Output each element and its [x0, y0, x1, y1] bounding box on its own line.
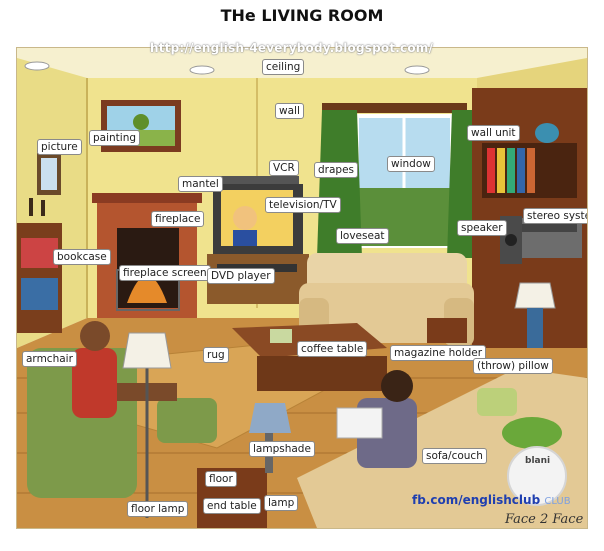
facebook-link[interactable]: fb.com/englishclub CLUB	[412, 493, 571, 507]
label-wall: wall	[275, 103, 304, 119]
face2face-signature: Face 2 Face	[505, 512, 584, 527]
label-lamp: lamp	[264, 495, 299, 511]
label-speaker: speaker	[457, 220, 507, 236]
label-fireplace-screen: fireplace screen	[119, 265, 211, 281]
label-vcr: VCR	[269, 160, 299, 176]
label-drapes: drapes	[314, 162, 359, 178]
label-mantel: mantel	[178, 176, 223, 192]
label-floor-lamp: floor lamp	[127, 501, 189, 517]
label-bookcase: bookcase	[53, 249, 111, 265]
label-coffee-table: coffee table	[297, 341, 368, 357]
label-throw-pillow: (throw) pillow	[473, 358, 553, 374]
label-fireplace: fireplace	[151, 211, 205, 227]
club-text: CLUB	[544, 496, 571, 507]
label-rug: rug	[203, 347, 229, 363]
label-loveseat: loveseat	[336, 228, 389, 244]
club-logo-icon	[507, 446, 567, 506]
label-sofa-couch: sofa/couch	[422, 448, 487, 464]
label-end-table: end table	[203, 498, 261, 514]
label-lampshade: lampshade	[249, 441, 315, 457]
label-wall-unit: wall unit	[467, 125, 520, 141]
label-painting: painting	[89, 130, 141, 146]
label-armchair: armchair	[22, 351, 77, 367]
label-ceiling: ceiling	[262, 59, 305, 75]
label-dvd-player: DVD player	[207, 268, 275, 284]
label-television: television/TV	[265, 197, 341, 213]
label-picture: picture	[37, 139, 82, 155]
club-logo-text: blani	[525, 456, 551, 466]
facebook-url[interactable]: fb.com/englishclub	[412, 493, 541, 507]
page-title: THe LIVING ROOM	[220, 6, 384, 25]
label-stereo-system: stereo system	[523, 208, 587, 224]
label-floor: floor	[205, 471, 237, 487]
label-window: window	[387, 156, 435, 172]
label-magazine-holder: magazine holder	[390, 345, 487, 361]
living-room-illustration: ceiling wall painting picture mantel VCR…	[16, 47, 588, 529]
watermark-url: http://english-4everybody.blogspot.com/	[150, 41, 434, 55]
